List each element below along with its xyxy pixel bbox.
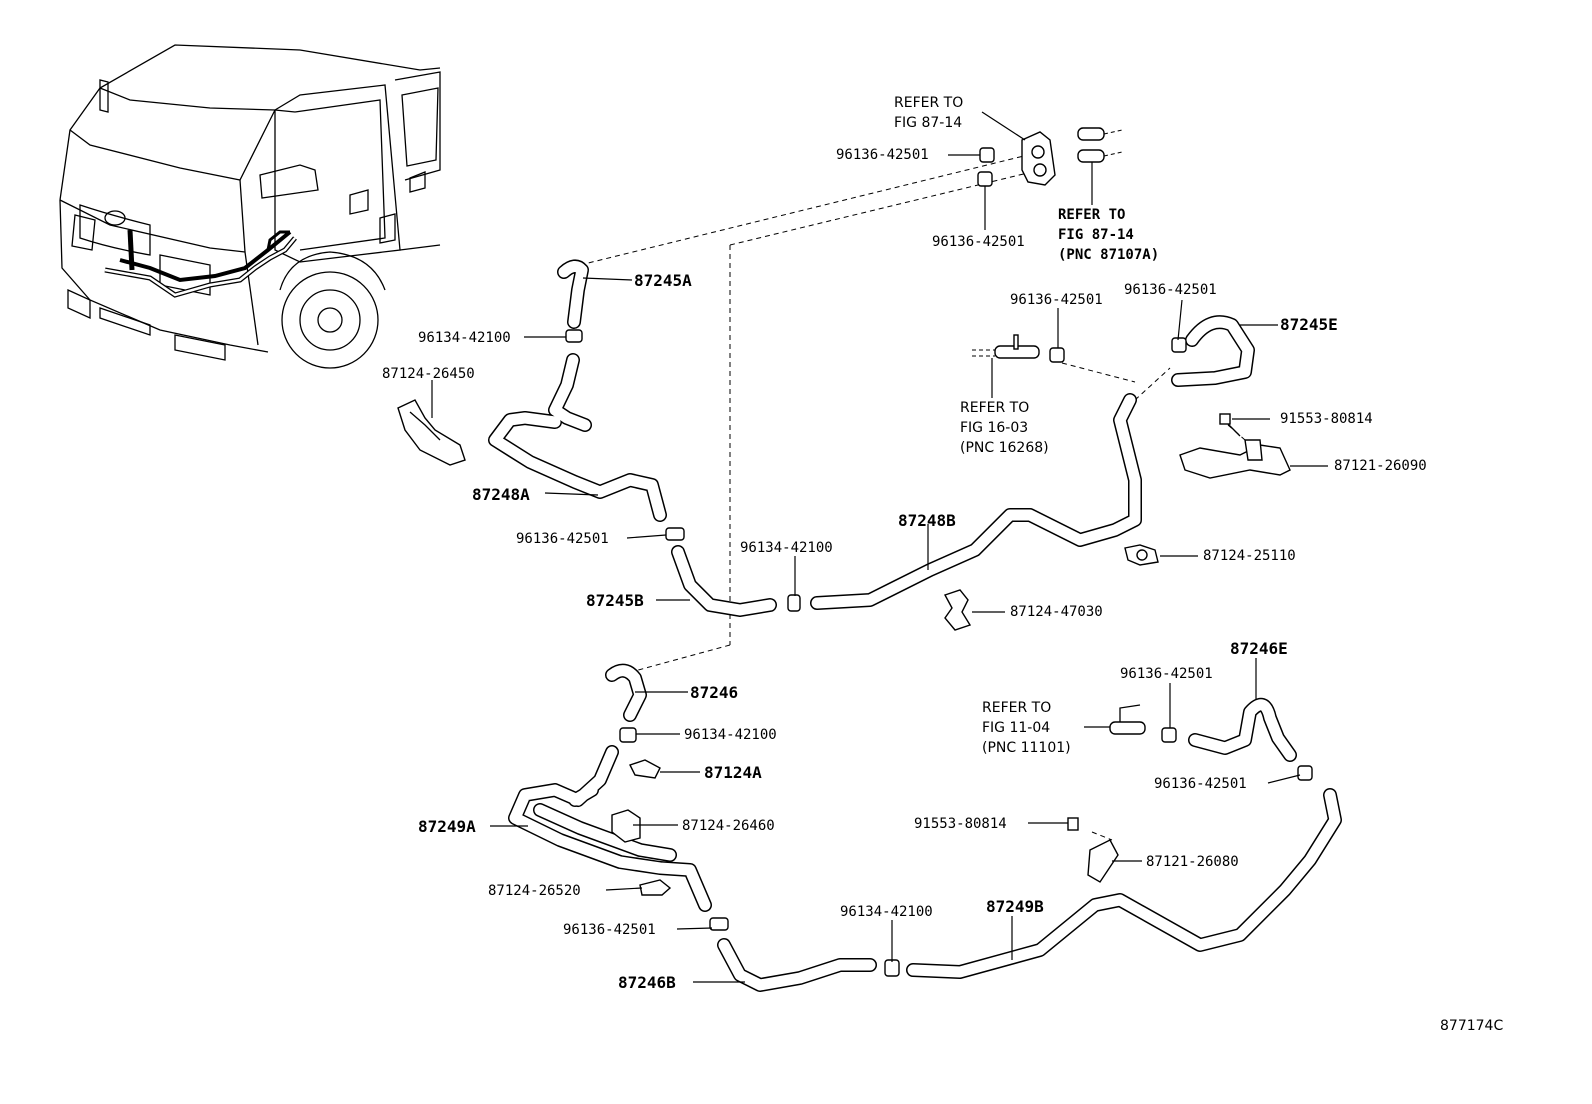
part-number-label: 87249A xyxy=(418,817,476,836)
part-number-label: 87246B xyxy=(618,973,676,992)
part-number-label: 87121-26090 xyxy=(1334,458,1427,474)
refer-label: FIG 11-04 xyxy=(982,720,1050,736)
guide-line xyxy=(1091,831,1113,841)
hose-87248A xyxy=(488,353,667,522)
clamp-icon xyxy=(977,171,993,187)
part-number-label: 87246 xyxy=(690,683,738,702)
clip-icon xyxy=(1124,544,1159,566)
part-number-label: 96134-42100 xyxy=(840,904,933,920)
refer-label: REFER TO xyxy=(1058,207,1125,223)
hose-87248B xyxy=(810,393,1142,610)
part-number-label: 87124-26520 xyxy=(488,883,581,899)
grommet-plate-icon xyxy=(1021,131,1056,186)
bracket-icon xyxy=(1179,439,1291,479)
guide-line xyxy=(579,151,1041,266)
refer-label: FIG 16-03 xyxy=(960,420,1028,436)
clip-icon xyxy=(943,589,972,631)
heater-pipe-icon xyxy=(972,334,1040,359)
bolt-icon xyxy=(1219,413,1241,437)
clamp-icon xyxy=(709,917,729,931)
heater-pipe-icon xyxy=(1109,704,1146,735)
part-number-label: 87124-47030 xyxy=(1010,604,1103,620)
part-number-label: 96136-42501 xyxy=(1154,776,1247,792)
refer-label: REFER TO xyxy=(960,400,1029,416)
clip-icon xyxy=(611,809,641,843)
van-illustration xyxy=(59,44,441,369)
clamp-icon xyxy=(619,727,637,743)
clamp-icon xyxy=(1171,337,1187,353)
part-number-label: 87124-26460 xyxy=(682,818,775,834)
part-number-label: 96136-42501 xyxy=(1010,292,1103,308)
guide-line xyxy=(619,644,731,676)
clamp-icon xyxy=(565,329,583,343)
refer-label: FIG 87-14 xyxy=(1058,227,1134,243)
part-number-label: 96136-42501 xyxy=(932,234,1025,250)
bracket-icon xyxy=(397,399,466,466)
part-number-label: 87245A xyxy=(634,271,692,290)
hose-87245E xyxy=(1171,315,1255,387)
refer-label: (PNC 87107A) xyxy=(1058,247,1159,263)
bolt-icon xyxy=(1067,817,1079,831)
part-number-label: 96134-42100 xyxy=(740,540,833,556)
refer-label: REFER TO xyxy=(982,700,1051,716)
clip-icon xyxy=(639,879,672,896)
part-number-label: 87249B xyxy=(986,897,1044,916)
part-number-label: 96136-42501 xyxy=(1124,282,1217,298)
clamp-icon xyxy=(1297,765,1313,781)
guide-line xyxy=(1134,367,1171,401)
part-number-label: 87121-26080 xyxy=(1146,854,1239,870)
refer-label: (PNC 11101) xyxy=(982,740,1071,756)
part-number-label: 87245B xyxy=(586,591,644,610)
clamp-icon xyxy=(787,594,801,612)
part-number-label: 87124-25110 xyxy=(1203,548,1296,564)
part-number-label: 96136-42501 xyxy=(516,531,609,547)
pipe-stub-icon xyxy=(1077,127,1123,163)
hose-87246E xyxy=(1188,697,1297,762)
bracket-icon xyxy=(1087,839,1119,883)
part-number-label: 96136-42501 xyxy=(1120,666,1213,682)
part-number-label: 87245E xyxy=(1280,315,1338,334)
hose-87245B xyxy=(671,545,777,617)
clamp-icon xyxy=(884,959,900,977)
part-number-label: 91553-80814 xyxy=(1280,411,1373,427)
part-number-label: 87124A xyxy=(704,763,762,782)
part-number-label: 96134-42100 xyxy=(418,330,511,346)
part-number-label: 87124-26450 xyxy=(382,366,475,382)
clamp-icon xyxy=(1049,347,1065,363)
part-number-label: 96136-42501 xyxy=(836,147,929,163)
clip-icon xyxy=(629,759,661,779)
refer-label: (PNC 16268) xyxy=(960,440,1049,456)
clamp-icon xyxy=(665,527,685,541)
part-number-label: 96136-42501 xyxy=(563,922,656,938)
part-number-label: 91553-80814 xyxy=(914,816,1007,832)
leader-lines xyxy=(431,111,1328,983)
clamp-icon xyxy=(1161,727,1177,743)
part-number-label: 87248A xyxy=(472,485,530,504)
refer-label: FIG 87-14 xyxy=(894,115,962,131)
hose-87245A xyxy=(557,259,589,329)
guide-line xyxy=(1061,362,1136,383)
refer-label: REFER TO xyxy=(894,95,963,111)
hose-87249A xyxy=(508,745,712,912)
clamp-icon xyxy=(979,147,995,163)
part-number-label: 96134-42100 xyxy=(684,727,777,743)
figure-id: 877174C xyxy=(1440,1018,1503,1034)
part-number-label: 87246E xyxy=(1230,639,1288,658)
hose-87249B xyxy=(906,788,1342,979)
part-number-label: 87248B xyxy=(898,511,956,530)
hose-87246B xyxy=(717,938,877,992)
hose-87246 xyxy=(605,663,647,722)
